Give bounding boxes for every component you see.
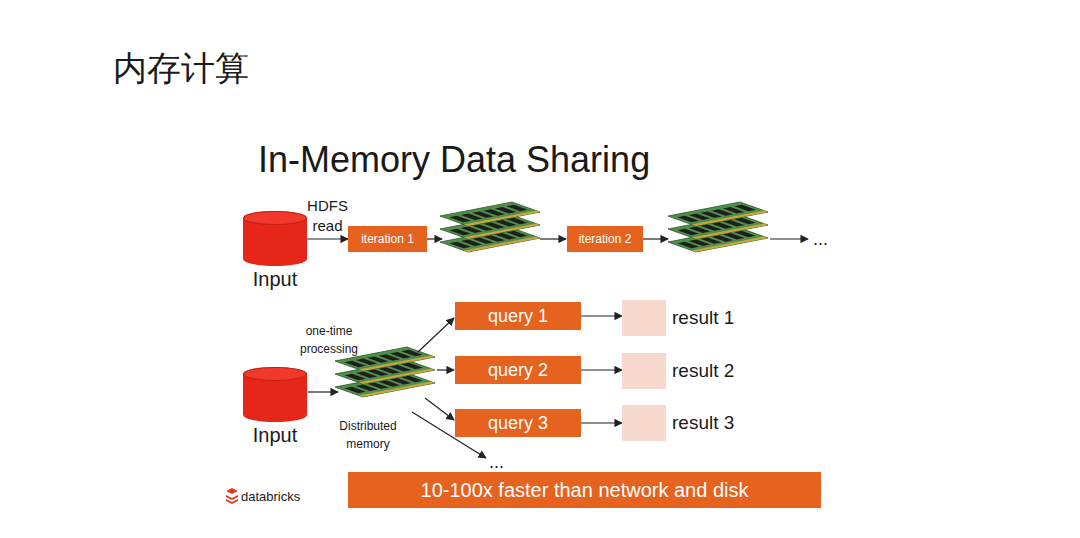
diagram-heading: In-Memory Data Sharing: [258, 133, 650, 187]
box-label: query 1: [488, 306, 548, 327]
flow-arrows: [308, 239, 808, 458]
ellipsis: ...: [489, 449, 504, 476]
brand-logo-text: databricks: [241, 487, 300, 507]
box-label: 10-100x faster than network and disk: [421, 479, 749, 502]
databricks-logo: [226, 488, 238, 504]
box-label: iteration 2: [579, 232, 632, 246]
banner-box: 10-100x faster than network and disk: [348, 472, 821, 508]
edge-label: HDFS read: [305, 196, 351, 235]
arrow-connector: [581, 369, 622, 370]
box-label: iteration 1: [361, 232, 414, 246]
result-box: result 1: [622, 300, 666, 336]
arrow-connector: [581, 315, 622, 316]
result-label: result 1: [672, 307, 734, 329]
process-box: iteration 2: [567, 226, 643, 252]
input-label: Input: [223, 268, 327, 291]
ellipsis: ...: [813, 226, 828, 253]
input-label: Input: [223, 424, 327, 447]
query-box: query 2: [455, 356, 581, 384]
result-label: result 3: [672, 412, 734, 434]
arrow-connector: [581, 422, 622, 423]
arrow-connector: [307, 238, 348, 239]
process-box: iteration 1: [348, 226, 427, 252]
input-cylinder: Input: [243, 367, 307, 422]
memory-chips: [335, 202, 768, 397]
input-cylinder: Input: [243, 211, 307, 266]
annotation: Distributed memory: [328, 417, 408, 453]
cylinder-shape: [243, 211, 307, 266]
query-box: query 1: [455, 302, 581, 330]
result-box: result 3: [622, 405, 666, 441]
box-label: query 2: [488, 360, 548, 381]
page-title: 内存计算: [113, 46, 249, 92]
result-box: result 2: [622, 353, 666, 389]
query-box: query 3: [455, 409, 581, 437]
cylinder-top: [244, 368, 307, 381]
box-label: query 3: [488, 413, 548, 434]
cylinder-top: [244, 212, 307, 225]
annotation: one-time processing: [293, 322, 365, 358]
cylinder-body: [243, 211, 307, 266]
result-label: result 2: [672, 360, 734, 382]
cylinder-shape: [243, 367, 307, 422]
cylinder-body: [243, 367, 307, 422]
